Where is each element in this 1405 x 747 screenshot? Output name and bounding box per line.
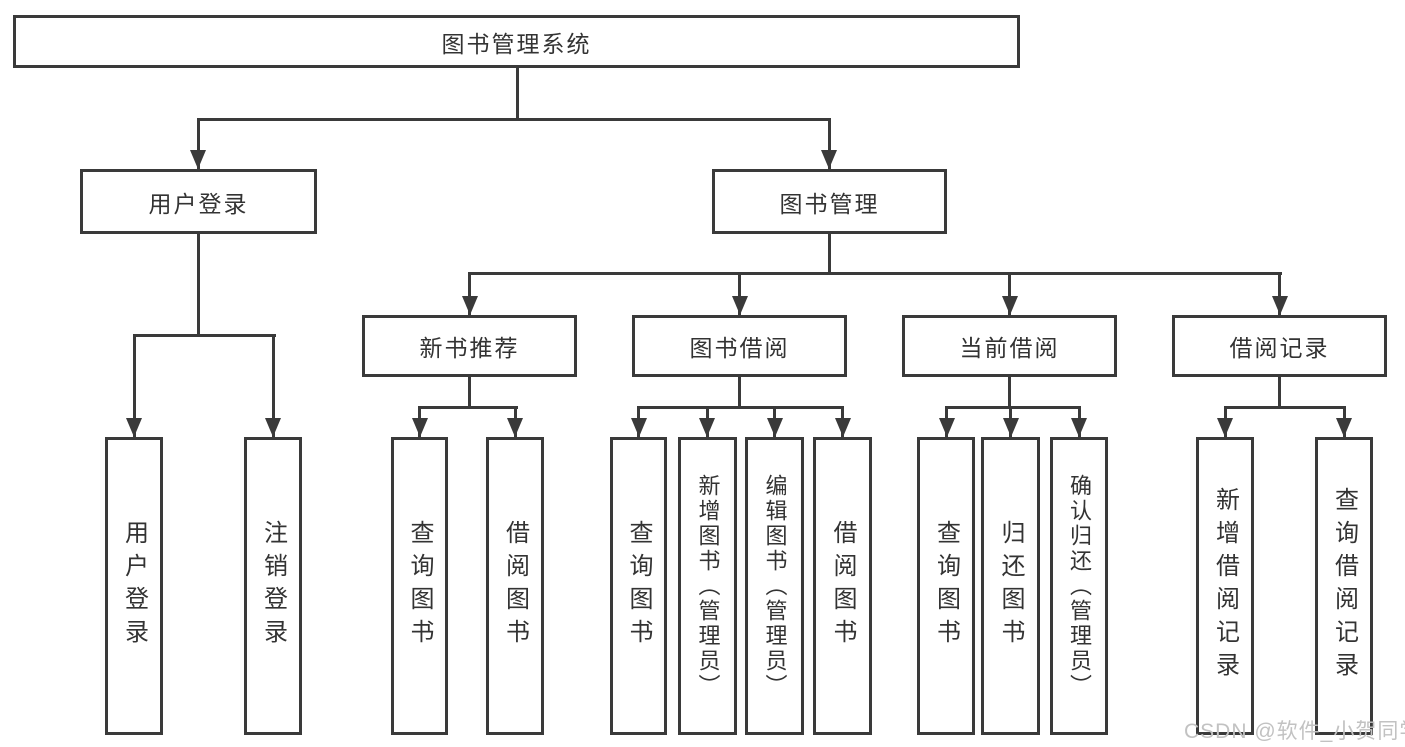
- node-book-borrowing: 图书借阅: [632, 315, 847, 377]
- leaf-logout-label: 注销登录: [259, 520, 287, 652]
- leaf-bb-add-books-admin-label: 新增图书（管理员）: [695, 473, 721, 699]
- arrow-to-book-management: [827, 118, 831, 169]
- leaf-br-add-record: 新增借阅记录: [1196, 437, 1254, 735]
- connector-root-hline: [196, 118, 831, 121]
- leaf-bb-borrow-books-label: 借阅图书: [829, 520, 856, 652]
- leaf-cb-confirm-return-admin-label: 确认归还（管理员）: [1067, 473, 1092, 699]
- connector-book-management-stub: [827, 234, 831, 272]
- leaf-cb-return-books: 归还图书: [981, 437, 1040, 735]
- arrow-to-br-add-record: [1223, 406, 1227, 437]
- node-user-login: 用户登录: [80, 169, 317, 234]
- connector-user-login-hline: [132, 334, 276, 337]
- connector-borrowing-records-hline: [1223, 406, 1346, 409]
- arrow-to-leaf-logout: [271, 334, 275, 437]
- arrow-to-bb-borrow-books: [841, 406, 844, 437]
- leaf-br-query-record: 查询借阅记录: [1315, 437, 1373, 735]
- connector-current-borrowing-hline: [945, 406, 1080, 409]
- leaf-nb-borrow-books: 借阅图书: [486, 437, 544, 735]
- node-library-system: 图书管理系统: [13, 15, 1020, 68]
- arrow-to-new-book-recommendation: [468, 272, 471, 315]
- arrow-to-borrowing-records: [1278, 272, 1281, 315]
- leaf-bb-query-books: 查询图书: [610, 437, 667, 735]
- leaf-cb-query-books-label: 查询图书: [932, 520, 960, 652]
- arrow-to-book-borrowing: [738, 272, 741, 315]
- arrow-to-leaf-user-login: [132, 334, 136, 437]
- leaf-bb-edit-books-admin: 编辑图书（管理员）: [745, 437, 804, 735]
- leaf-bb-query-books-label: 查询图书: [625, 520, 652, 652]
- leaf-user-login-label: 用户登录: [120, 520, 148, 652]
- node-library-system-label: 图书管理系统: [441, 30, 592, 57]
- arrow-to-cb-return-books: [1009, 406, 1012, 437]
- node-current-borrowing-label: 当前借阅: [959, 335, 1060, 361]
- node-new-book-recommendation: 新书推荐: [362, 315, 577, 377]
- connector-root-stub: [515, 68, 519, 118]
- connector-book-management-hline: [468, 272, 1282, 275]
- leaf-bb-add-books-admin: 新增图书（管理员）: [678, 437, 737, 735]
- connector-borrowing-records-stub: [1278, 377, 1281, 406]
- leaf-user-login: 用户登录: [105, 437, 163, 735]
- arrow-to-cb-query-books: [945, 406, 948, 437]
- connector-user-login-stub: [196, 234, 200, 334]
- arrow-to-bb-edit-books: [773, 406, 776, 437]
- leaf-cb-return-books-label: 归还图书: [997, 520, 1024, 652]
- arrow-to-user-login: [196, 118, 200, 169]
- node-current-borrowing: 当前借阅: [902, 315, 1117, 377]
- node-book-management-label: 图书管理: [779, 190, 880, 217]
- node-borrowing-records-label: 借阅记录: [1229, 335, 1330, 361]
- connector-book-borrowing-hline: [637, 406, 844, 409]
- node-new-book-recommendation-label: 新书推荐: [419, 335, 520, 361]
- leaf-cb-confirm-return-admin: 确认归还（管理员）: [1050, 437, 1108, 735]
- node-book-borrowing-label: 图书借阅: [689, 335, 790, 361]
- node-user-login-label: 用户登录: [148, 190, 249, 217]
- connector-current-borrowing-stub: [1008, 377, 1011, 406]
- leaf-br-query-record-label: 查询借阅记录: [1330, 487, 1358, 685]
- connector-book-borrowing-stub: [738, 377, 741, 406]
- arrow-to-bb-query-books: [637, 406, 640, 437]
- connector-new-book-hline: [418, 406, 518, 409]
- csdn-watermark: CSDN @软件_小贺同学: [1184, 720, 1405, 743]
- arrow-to-bb-add-books: [705, 406, 709, 437]
- arrow-to-current-borrowing: [1008, 272, 1011, 315]
- leaf-nb-query-books: 查询图书: [391, 437, 448, 735]
- arrow-to-br-query-record: [1342, 406, 1346, 437]
- arrow-to-cb-confirm-return: [1077, 406, 1081, 437]
- leaf-cb-query-books: 查询图书: [917, 437, 975, 735]
- leaf-logout: 注销登录: [244, 437, 302, 735]
- arrow-to-nb-borrow-books: [513, 406, 517, 437]
- leaf-br-add-record-label: 新增借阅记录: [1211, 487, 1239, 685]
- arrow-to-nb-query-books: [418, 406, 421, 437]
- node-borrowing-records: 借阅记录: [1172, 315, 1387, 377]
- leaf-bb-borrow-books: 借阅图书: [813, 437, 872, 735]
- leaf-nb-borrow-books-label: 借阅图书: [501, 520, 529, 652]
- leaf-bb-edit-books-admin-label: 编辑图书（管理员）: [762, 473, 788, 699]
- leaf-nb-query-books-label: 查询图书: [406, 520, 433, 652]
- connector-new-book-stub: [468, 377, 471, 406]
- node-book-management: 图书管理: [712, 169, 947, 234]
